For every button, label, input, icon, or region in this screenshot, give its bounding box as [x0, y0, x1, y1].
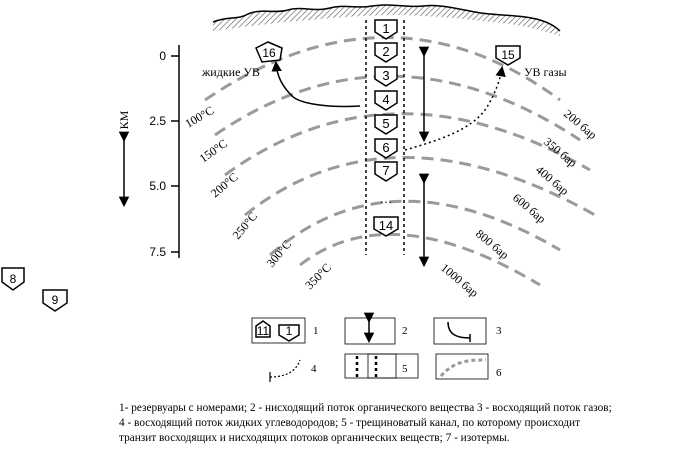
isotherm-label-100: 100°C [183, 103, 217, 131]
isotherm-label-150: 150°C [197, 136, 230, 165]
ground-surface [212, 4, 561, 36]
isobar-label-600: 600 бар [510, 191, 548, 226]
isotherm-label-250: 250°C [230, 209, 261, 242]
reservoir-14: 14 [373, 216, 399, 237]
svg-text:16: 16 [262, 46, 276, 60]
depth-tick-5-0: 5.0 [149, 179, 166, 193]
reservoir-1: 1 [374, 19, 398, 40]
svg-text:5: 5 [402, 363, 408, 375]
isotherm-label-200: 200°C [208, 170, 241, 201]
svg-text:11: 11 [257, 324, 270, 338]
svg-text:7: 7 [382, 163, 389, 178]
svg-text:6: 6 [382, 140, 389, 155]
caption-line-1: 1- резервуары с номерами; 2 - нисходящий… [119, 402, 612, 414]
reservoir-15: 15 [495, 45, 521, 66]
reservoir-8: 8 [1, 267, 25, 291]
isotherm-line-5 [269, 199, 561, 257]
svg-text:14: 14 [379, 218, 393, 233]
isobar-label-1000: 1000 бар [438, 261, 481, 300]
gas-hc-label: УВ газы [524, 65, 567, 79]
legend-item-3: 3 [433, 317, 502, 345]
liquid-flow-arrow [271, 60, 361, 108]
gas-flow-arrow [404, 65, 506, 151]
svg-text:1: 1 [382, 21, 389, 36]
depth-tick-0: 0 [159, 49, 166, 63]
svg-text:15: 15 [501, 48, 515, 62]
svg-text:2: 2 [402, 325, 408, 337]
caption-line-3: транзит восходящих и нисходящих потоков … [119, 432, 510, 444]
legend-item-1: 11 1 1 [251, 317, 319, 344]
svg-text:8: 8 [10, 272, 17, 286]
reservoir-2: 2 [374, 42, 398, 63]
svg-text:4: 4 [311, 363, 317, 375]
channel-reservoirs: 1 2 3 4 5 6 7 … 14 [373, 19, 399, 237]
reservoir-ellipsis: … [380, 191, 393, 206]
legend: 11 1 1 2 3 4 5 [251, 312, 502, 382]
depth-tick-7-5: 7.5 [149, 245, 166, 259]
reservoir-6: 6 [374, 138, 398, 159]
depth-axis: 0 2.5 5.0 7.5 КМ [117, 45, 180, 259]
reservoir-5: 5 [374, 114, 398, 135]
svg-text:1: 1 [286, 324, 293, 338]
isotherm-labels: 100°C 150°C 200°C 250°C 300°C 350°C [183, 103, 334, 292]
svg-text:1: 1 [313, 325, 319, 337]
isobar-label-800: 800 бар [473, 227, 511, 262]
isotherm-label-350: 350°C [302, 260, 334, 292]
svg-text:9: 9 [52, 293, 59, 307]
legend-item-6: 6 [435, 353, 502, 380]
svg-text:2: 2 [382, 44, 389, 59]
svg-text:3: 3 [382, 68, 389, 83]
svg-text:6: 6 [496, 367, 502, 379]
isotherm-line-2 [214, 74, 581, 142]
svg-text:4: 4 [382, 92, 389, 107]
reservoir-4: 4 [374, 90, 398, 111]
reservoir-16: 16 [255, 41, 283, 63]
reservoir-3: 3 [374, 66, 398, 87]
legend-item-4: 4 [269, 359, 317, 382]
legend-item-5: 5 [344, 353, 419, 379]
legend-item-2: 2 [344, 312, 408, 345]
isotherm-label-300: 300°C [264, 237, 295, 270]
isobar-label-200: 200 бар [561, 107, 599, 142]
isotherm-line-6 [299, 232, 541, 287]
depth-unit-label: КМ [117, 110, 131, 129]
liquid-hc-label: жидкие УВ [201, 65, 260, 79]
svg-text:3: 3 [496, 325, 502, 337]
isotherm-line-4 [244, 156, 596, 217]
caption-line-2: 4 - восходящий поток жидких углеводородо… [119, 417, 581, 429]
svg-text:5: 5 [382, 116, 389, 131]
reservoir-7: 7 [374, 161, 398, 182]
isobar-label-350: 350 бар [541, 135, 579, 170]
depth-tick-2-5: 2.5 [149, 114, 166, 128]
isotherm-line-3 [224, 112, 591, 177]
legend-caption: 1- резервуары с номерами; 2 - нисходящий… [119, 401, 699, 446]
reservoir-9: 9 [42, 289, 68, 312]
